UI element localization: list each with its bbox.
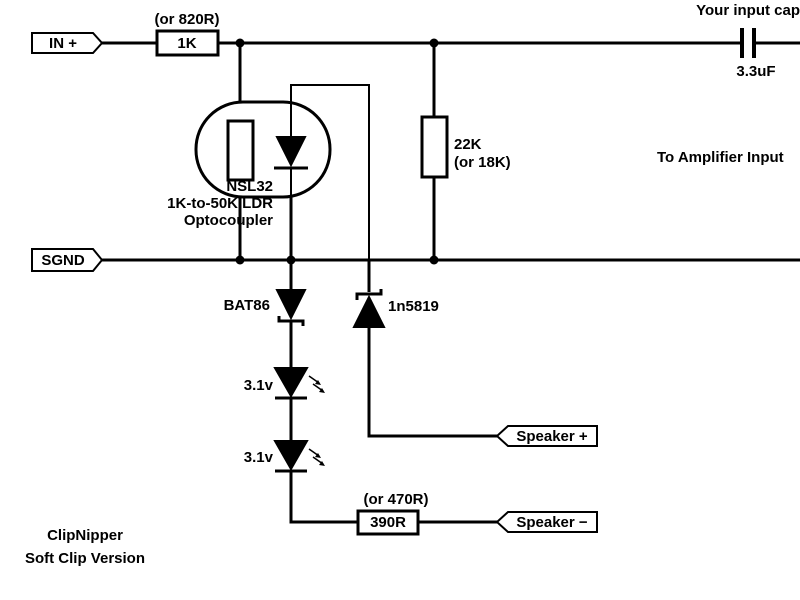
optocoupler: NSL32 1K-to-50K LDR Optocoupler [167, 100, 332, 229]
input-resistor: 1K (or 820R) [154, 11, 220, 57]
connector-sgnd: SGND [31, 248, 104, 272]
optocoupler-name: NSL32 [226, 178, 273, 195]
ldr-resistor [226, 119, 255, 182]
led-1-label: 3.1v [244, 377, 274, 394]
junction-dot [235, 38, 245, 48]
1n5819-diode: 1n5819 [352, 289, 439, 328]
led-2: 3.1v [244, 440, 325, 473]
connector-sgnd-label: SGND [41, 252, 85, 269]
shunt-resistor: 22K (or 18K) [420, 115, 511, 179]
led-2-emission-arrows [308, 448, 325, 466]
capacitor-value: 3.3uF [736, 63, 775, 80]
wire-led2-to-390r [289, 470, 358, 524]
junction-dot [429, 38, 439, 48]
1n5819-label: 1n5819 [388, 298, 439, 315]
bat86-label: BAT86 [224, 297, 270, 314]
connector-in-plus-label: IN + [49, 35, 77, 52]
input-resistor-value: 1K [177, 35, 196, 52]
series-resistor-value: 390R [370, 514, 406, 531]
junction-dot [235, 255, 245, 265]
wires [102, 41, 800, 524]
wire-1n5819-to-speaker-plus [367, 328, 497, 438]
bat86-diode: BAT86 [224, 289, 307, 326]
series-resistor-alt: (or 470R) [363, 491, 428, 508]
capacitor-note: Your input cap [696, 2, 800, 19]
shunt-resistor-value: 22K [454, 136, 482, 153]
junctions [235, 38, 439, 265]
connector-in-plus: IN + [31, 32, 104, 54]
junction-dot [286, 255, 296, 265]
connector-speaker-plus: Speaker + [495, 425, 598, 447]
footer-subtitle: Soft Clip Version [25, 550, 145, 567]
junction-dot [429, 255, 439, 265]
shunt-resistor-alt: (or 18K) [454, 154, 511, 171]
connector-speaker-plus-label: Speaker + [516, 428, 588, 445]
led-1-emission-arrows [308, 375, 325, 393]
footer-title: ClipNipper [47, 527, 123, 544]
led-1: 3.1v [244, 367, 325, 400]
led-2-label: 3.1v [244, 449, 274, 466]
connector-speaker-minus: Speaker − [495, 511, 598, 533]
input-capacitor: Your input cap 3.3uF [696, 2, 800, 80]
optocoupler-range: 1K-to-50K LDR [167, 195, 273, 212]
amplifier-input-label: To Amplifier Input [657, 149, 784, 166]
input-resistor-alt: (or 820R) [154, 11, 219, 28]
connector-speaker-minus-label: Speaker − [516, 514, 588, 531]
series-resistor: 390R (or 470R) [356, 491, 429, 536]
optocoupler-type: Optocoupler [184, 212, 273, 229]
opto-led-diode [275, 136, 307, 168]
